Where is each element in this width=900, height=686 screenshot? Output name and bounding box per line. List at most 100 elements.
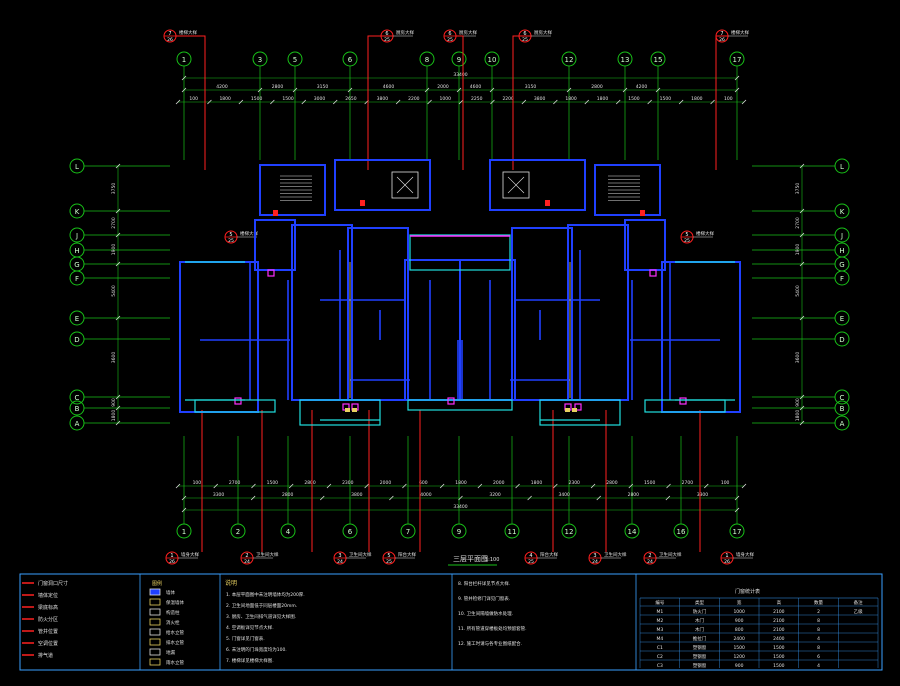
dim-text: 1500 (251, 96, 263, 102)
note-line: 7. 楼梯详见楼梯大样图. (226, 657, 274, 664)
legend-item: 给水立管 (166, 629, 184, 636)
door-table-cell: C3 (657, 663, 663, 669)
dim-tick (250, 495, 256, 501)
dim-tick (301, 99, 307, 105)
dim-text: 2800 (272, 84, 284, 90)
axis-label: 9 (457, 56, 461, 64)
axis-label: 12 (565, 528, 574, 536)
dim-text: 3600 (111, 352, 117, 364)
axis-label: 12 (565, 56, 574, 64)
door-table-cell: 1500 (773, 663, 785, 669)
dim-tick (655, 87, 661, 93)
note-line: 2. 卫生间地面低于同层楼面20mm. (226, 602, 297, 609)
axis-label: G (74, 261, 79, 269)
door-table-cell: 8 (817, 627, 820, 633)
axis-bubble (673, 523, 689, 539)
dim-text: 3150 (525, 84, 537, 90)
door-table-header-cell: 高 (777, 599, 782, 606)
door-table-cell: 塑钢窗 (693, 644, 707, 651)
axis-label: 9 (457, 528, 461, 536)
door-table-cell: 1500 (773, 654, 785, 660)
dim-tick (115, 163, 121, 169)
door-table-cell: C2 (657, 654, 663, 660)
axis-label: A (840, 420, 845, 428)
axis-bubble (342, 523, 358, 539)
dim-tick (207, 99, 212, 105)
axis-bubble (400, 523, 416, 539)
legend-swatch (149, 598, 161, 606)
drawing-title: 三层平面图 (453, 555, 488, 563)
note-line: 1. 本层平面图中未注明墙体均为200厚. (226, 591, 305, 598)
detail-sheet: 25 (384, 37, 390, 43)
detail-number: 3 (338, 553, 341, 559)
note-line: 11. 所有管道穿楼板处均预留套管. (458, 625, 527, 632)
dim-text: 3800 (351, 492, 363, 498)
legend-item: 地漏 (166, 649, 175, 656)
detail-number: 5 (685, 232, 688, 238)
door-table-header-cell: 类型 (695, 599, 704, 606)
balcony (299, 399, 381, 426)
dim-text: 1800 (565, 96, 577, 102)
axis-label: 6 (348, 56, 353, 64)
left-legend-text: 门窗洞口尺寸 (38, 580, 68, 587)
dim-text: 2000 (380, 480, 392, 486)
axis-bubble (69, 331, 85, 347)
note-line: 12. 施工时请与各专业图纸配合. (458, 640, 522, 647)
door-table-cell: 推拉门 (693, 635, 707, 642)
detail-number: 4 (529, 553, 532, 559)
dim-text: 2700 (682, 480, 694, 486)
detail-number: 7 (168, 31, 171, 37)
axis-bubble (69, 400, 85, 416)
detail-label: 卫生间大样 (349, 551, 372, 558)
dim-text: 1000 (440, 96, 452, 102)
left-legend-text: 梁底标高 (38, 604, 58, 611)
dim-text: 2700 (795, 217, 801, 229)
legend-item: 构造柱 (166, 609, 180, 616)
note-line: 5. 门窗详见门窗表. (226, 635, 265, 642)
dim-tick (458, 99, 464, 105)
dim-tick (424, 87, 430, 93)
axis-bubble (69, 310, 85, 326)
axis-label: F (75, 275, 79, 283)
legend-swatch (149, 638, 161, 646)
dim-text: 2200 (502, 96, 514, 102)
dim-text: 3800 (377, 96, 389, 102)
dim-tick (257, 87, 263, 93)
axis-label: E (75, 315, 79, 323)
building-plan (179, 159, 741, 426)
door-table-cell: 木门 (695, 626, 704, 633)
axis-bubble (69, 389, 85, 405)
dim-tick (175, 99, 181, 105)
dim-tick (395, 99, 401, 105)
axis-bubble (834, 400, 850, 416)
axis-label: 17 (733, 528, 742, 536)
detail-label: 卫生间大样 (659, 551, 682, 558)
axis-bubble (69, 270, 85, 286)
dim-text: 4600 (470, 84, 482, 90)
axis-bubble (69, 415, 85, 431)
detail-label: 厨房大样 (534, 29, 552, 36)
room-wall (624, 219, 666, 271)
dim-tick (741, 483, 747, 489)
dim-tick (615, 99, 621, 105)
detail-number: 2 (648, 553, 651, 559)
dim-tick (799, 208, 805, 214)
dim-tick (734, 495, 740, 501)
left-legend-text: 空调位置 (38, 640, 58, 647)
legend-swatch (149, 628, 161, 636)
axis-bubble (834, 310, 850, 326)
dim-text: 100 (189, 96, 198, 102)
fixture-marker (447, 397, 455, 405)
elevator-x (396, 176, 414, 194)
axis-bubble (176, 51, 192, 67)
detail-sheet: 26 (719, 37, 725, 43)
axis-bubble (69, 227, 85, 243)
dim-tick (628, 483, 634, 489)
axis-label: J (75, 232, 78, 240)
dim-text: 600 (419, 480, 428, 486)
axis-label: C (75, 394, 80, 402)
axis-bubble (617, 51, 633, 67)
detail-number: 5 (387, 553, 390, 559)
dim-text: 1500 (282, 96, 294, 102)
